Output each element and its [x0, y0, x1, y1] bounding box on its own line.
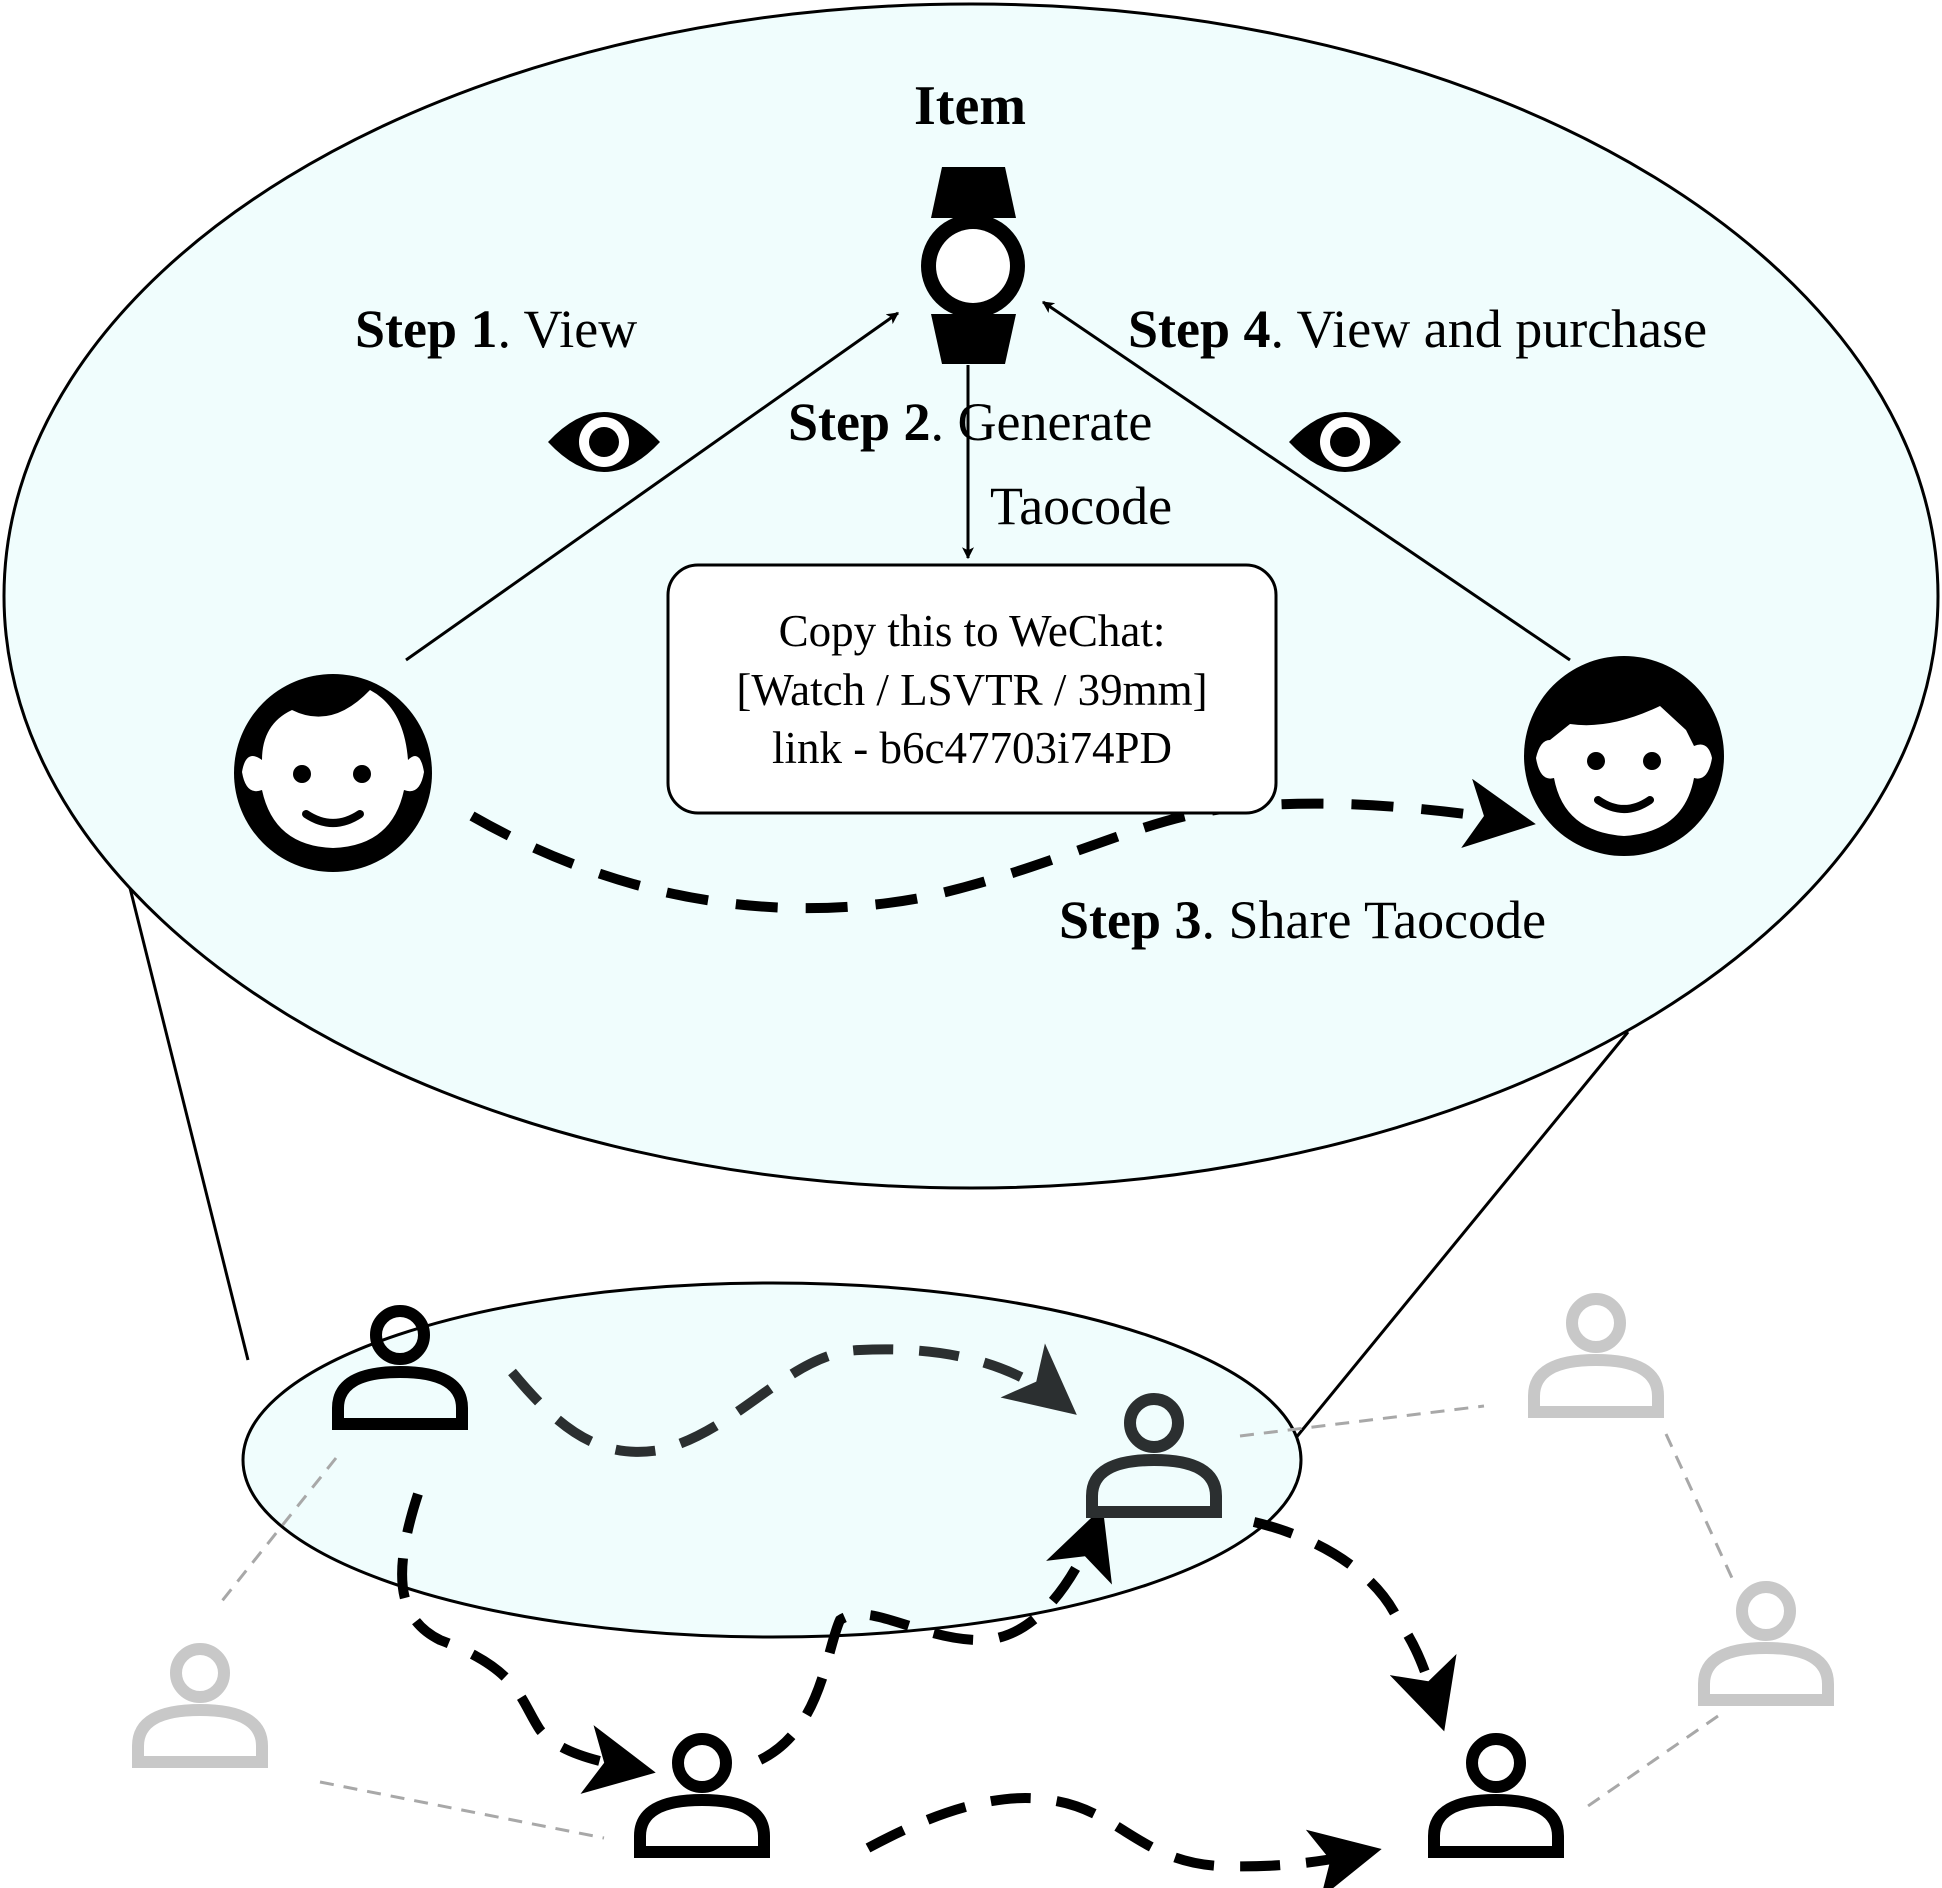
taocode-line1: Copy this to WeChat: [779, 606, 1166, 656]
taocode-line2: [Watch / LSVTR / 39mm] [736, 665, 1207, 715]
eye-icon [548, 412, 660, 472]
girl-face-icon [234, 674, 432, 872]
step4-label: Step 4. View and purchase [1128, 299, 1707, 359]
taocode-box: Copy this to WeChat: [Watch / LSVTR / 39… [666, 563, 1278, 815]
network-arrow-bottom [865, 1793, 1382, 1888]
step1-arrow [405, 311, 899, 662]
step3-share-arrow [469, 778, 1536, 914]
step3-label: Step 3. Share Taocode [1059, 890, 1546, 950]
watch-icon [921, 167, 1025, 364]
network-arrow-top [508, 1343, 1077, 1457]
network-arrow-up-right [757, 1506, 1112, 1765]
item-label: Item [914, 75, 1026, 137]
zoom-line-right [1288, 1031, 1630, 1446]
step2-label-line2: Taocode [990, 476, 1172, 536]
boy-face-icon [1524, 656, 1724, 856]
user-icon [138, 1649, 262, 1762]
step4-arrow [1042, 300, 1571, 662]
eye-icon [1289, 412, 1401, 472]
faded-network-edges [216, 1404, 1734, 1840]
user-icon [640, 1739, 764, 1852]
user-icon [1704, 1587, 1828, 1700]
step2-label: Step 2. Generate [788, 392, 1152, 452]
zoom-line-left [128, 887, 250, 1361]
user-icon [1434, 1739, 1558, 1852]
user-icon [1534, 1299, 1658, 1412]
network-arrow-left-down [397, 1492, 656, 1794]
step1-label: Step 1. View [355, 299, 637, 359]
taocode-line3: link - b6c47703i74PD [772, 723, 1172, 773]
network-arrow-right-down [1252, 1517, 1457, 1732]
